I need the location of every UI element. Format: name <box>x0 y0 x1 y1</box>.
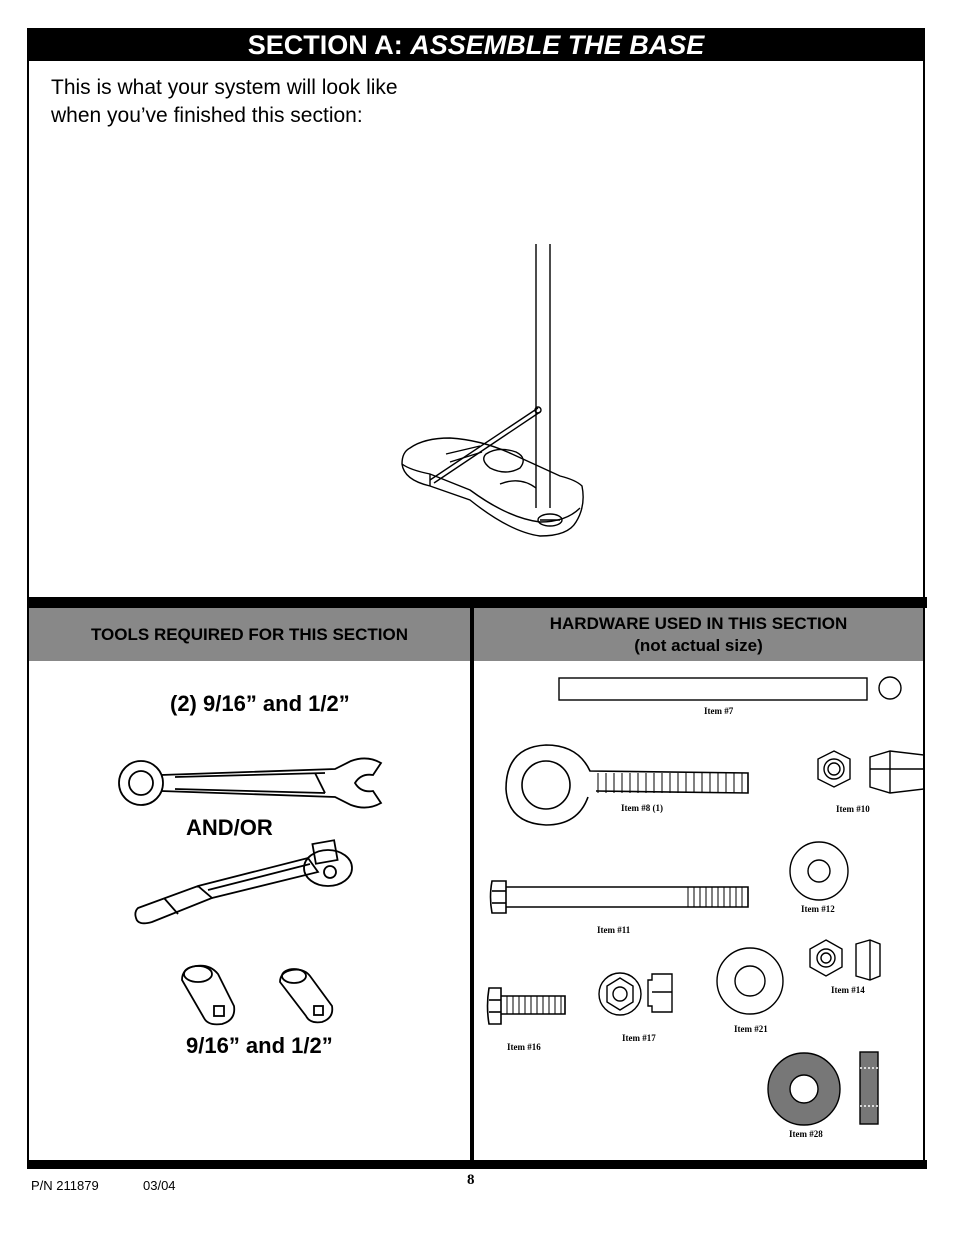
socket-9-16-icon <box>181 964 236 1026</box>
item-17-label: Item #17 <box>622 1033 656 1043</box>
item-11-label: Item #11 <box>597 925 631 935</box>
section-title-emphasis: ASSEMBLE THE BASE <box>410 30 705 60</box>
item-14-label: Item #14 <box>831 985 865 995</box>
intro-line-1: This is what your system will look like <box>51 76 398 99</box>
item-16-bolt-icon <box>486 987 566 1025</box>
column-divider <box>470 606 474 1169</box>
andor-label: AND/OR <box>186 815 273 840</box>
socket-1-2-icon <box>279 968 334 1024</box>
ratchet-wrench-icon <box>134 839 353 925</box>
socket-set-icon <box>181 964 334 1026</box>
item-16-label: Item #16 <box>507 1042 541 1052</box>
item-11-bolt-icon <box>489 880 749 914</box>
intro-text: This is what your system will look like … <box>51 74 471 130</box>
bottom-rule <box>27 1160 927 1169</box>
item-28-spacer-icon <box>767 1051 879 1126</box>
item-17-flange-nut-icon <box>598 972 673 1016</box>
item-8-label: Item #8 (1) <box>621 803 663 813</box>
item-14-nut-icon <box>809 939 881 981</box>
item-21-label: Item #21 <box>734 1024 768 1034</box>
item-8-eye-bolt-icon <box>505 744 749 826</box>
item-21-washer-icon <box>716 947 784 1015</box>
tools-header-text: TOOLS REQUIRED FOR THIS SECTION <box>90 624 409 644</box>
part-number: P/N 211879 <box>31 1178 99 1193</box>
item-10-nut-icon <box>817 750 925 794</box>
item-28-label: Item #28 <box>789 1129 823 1139</box>
combination-wrench-icon <box>118 757 383 809</box>
item-12-washer-icon <box>789 841 849 901</box>
socket-size-label: 9/16” and 1/2” <box>186 1033 333 1058</box>
section-title-prefix: SECTION A: <box>247 30 411 60</box>
hardware-header: HARDWARE USED IN THIS SECTION (not actua… <box>474 608 923 661</box>
item-7-bar-icon <box>558 676 902 701</box>
hardware-header-line-2: (not actual size) <box>634 635 763 655</box>
item-12-label: Item #12 <box>801 904 835 914</box>
assembled-base-illustration <box>401 244 584 537</box>
item-10-label: Item #10 <box>836 804 870 814</box>
tools-header: TOOLS REQUIRED FOR THIS SECTION <box>29 608 470 661</box>
print-date: 03/04 <box>143 1178 176 1193</box>
intro-line-2: when you’ve finished this section: <box>51 104 363 127</box>
hardware-header-line-1: HARDWARE USED IN THIS SECTION <box>549 613 848 633</box>
item-7-label: Item #7 <box>704 706 734 716</box>
page-number: 8 <box>467 1172 475 1188</box>
wrench-size-label: (2) 9/16” and 1/2” <box>170 691 350 716</box>
section-divider <box>27 597 927 608</box>
section-title: SECTION A: ASSEMBLE THE BASE <box>29 30 923 61</box>
